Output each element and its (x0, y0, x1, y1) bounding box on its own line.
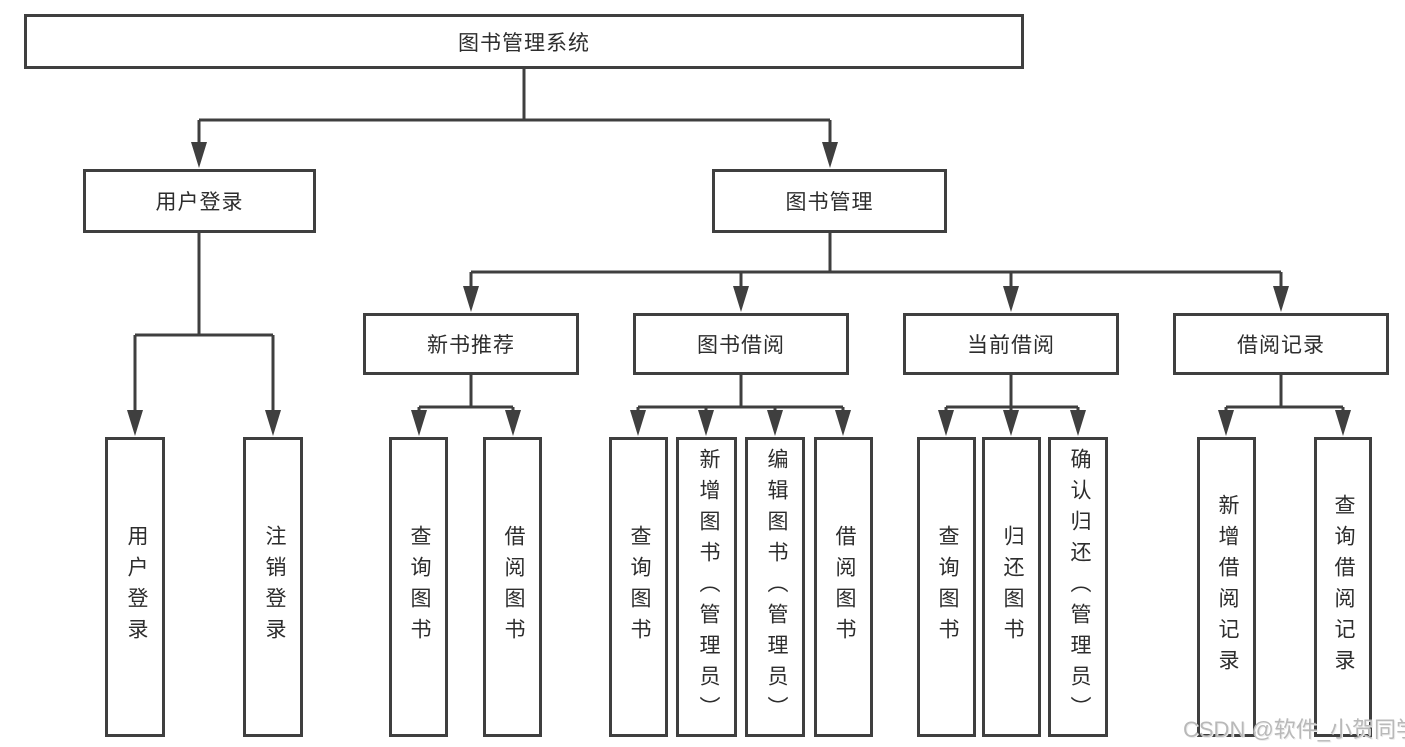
node-cb-confirm-return-admin: 确认归还（管理员） (1048, 437, 1108, 737)
node-br-query-borrow-record: 查询借阅记录 (1314, 437, 1372, 737)
node-current-borrowing: 当前借阅 (903, 313, 1119, 375)
node-bb-edit-books-admin: 编辑图书（管理员） (745, 437, 805, 737)
node-library-management-system: 图书管理系统 (24, 14, 1024, 69)
node-nbr-query-books: 查询图书 (389, 437, 448, 737)
node-cb-return-books: 归还图书 (982, 437, 1041, 737)
node-cb-query-books: 查询图书 (917, 437, 976, 737)
node-logout: 注销登录 (243, 437, 303, 737)
node-bb-add-books-admin: 新增图书（管理员） (676, 437, 737, 737)
node-bb-borrow-books: 借阅图书 (814, 437, 873, 737)
node-nbr-borrow-books: 借阅图书 (483, 437, 542, 737)
node-book-management: 图书管理 (712, 169, 947, 233)
node-book-borrowing: 图书借阅 (633, 313, 849, 375)
node-br-add-borrow-record: 新增借阅记录 (1197, 437, 1256, 737)
node-borrowing-records: 借阅记录 (1173, 313, 1389, 375)
node-user-login: 用户登录 (83, 169, 316, 233)
csdn-watermark: CSDN @软件_小贺同学 (1183, 717, 1405, 742)
node-user-login-leaf: 用户登录 (105, 437, 165, 737)
node-bb-query-books: 查询图书 (609, 437, 668, 737)
node-new-book-recommendation: 新书推荐 (363, 313, 579, 375)
